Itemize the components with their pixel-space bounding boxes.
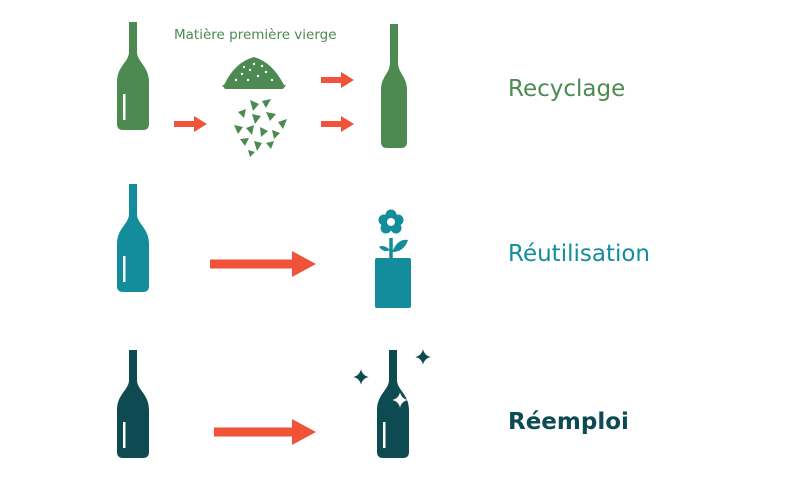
recycling-label: Recyclage — [508, 76, 626, 102]
sparkling-bottle-icon — [377, 350, 409, 458]
sparkle-icon — [415, 349, 431, 365]
bottle-highlight — [123, 94, 126, 120]
arrow-icon — [321, 72, 354, 88]
reuse-label: Réutilisation — [508, 241, 650, 267]
sparkle-icon — [353, 369, 369, 385]
reemploy-row — [117, 349, 431, 458]
flower-vase-icon — [375, 209, 411, 308]
reuse-row — [117, 184, 411, 308]
sand-pile-icon — [222, 57, 286, 89]
reemploy-label: Réemploi — [508, 409, 629, 435]
recycled-bottle-icon — [381, 24, 407, 148]
bottle-body — [117, 22, 149, 130]
arrow-icon — [214, 419, 316, 445]
source-bottle-icon — [117, 350, 149, 458]
arrow-icon — [174, 116, 207, 132]
raw-material-caption: Matière première vierge — [174, 27, 337, 43]
source-bottle-icon — [117, 22, 149, 130]
recycling-row — [117, 22, 407, 157]
glass-shards-icon — [234, 99, 287, 157]
arrow-icon — [321, 116, 354, 132]
arrow-icon — [210, 251, 316, 277]
source-bottle-icon — [117, 184, 149, 292]
